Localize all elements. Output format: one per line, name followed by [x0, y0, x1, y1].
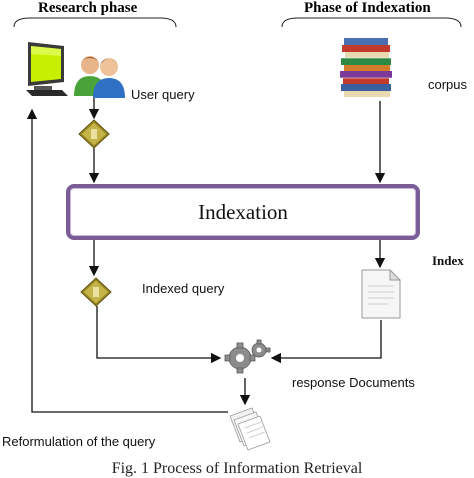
- response-documents-label: response Documents: [292, 375, 415, 390]
- arrow-indexed-query-to-gears: [96, 306, 222, 364]
- indexation-phase-header: Phase of Indexation: [304, 0, 431, 16]
- indexation-box: Indexation: [66, 184, 420, 240]
- documents-stack-icon: [229, 407, 271, 451]
- research-phase-header: Research phase: [38, 0, 138, 16]
- document-icon: [361, 268, 402, 319]
- research-bracket: [13, 17, 177, 28]
- users-icon: [74, 56, 125, 98]
- reformulation-label: Reformulation of the query: [2, 434, 156, 449]
- user-query-label: User query: [131, 87, 195, 102]
- monitor-icon: [26, 42, 68, 96]
- indexed-query-label: Indexed query: [142, 281, 225, 296]
- indexation-bracket: [281, 17, 462, 28]
- figure-caption: Fig. 1 Process of Information Retrieval: [111, 460, 363, 477]
- diamond-icon: [80, 277, 112, 307]
- arrow-index-to-gears: [270, 320, 382, 364]
- gears-icon: [224, 339, 271, 374]
- index-label: Index: [432, 253, 464, 268]
- indexation-label: Indexation: [198, 199, 288, 224]
- arrow-reformulation-feedback: [26, 108, 228, 413]
- diamond-icon: [78, 119, 110, 149]
- books-icon: [340, 38, 392, 97]
- corpus-label: corpus: [428, 77, 468, 92]
